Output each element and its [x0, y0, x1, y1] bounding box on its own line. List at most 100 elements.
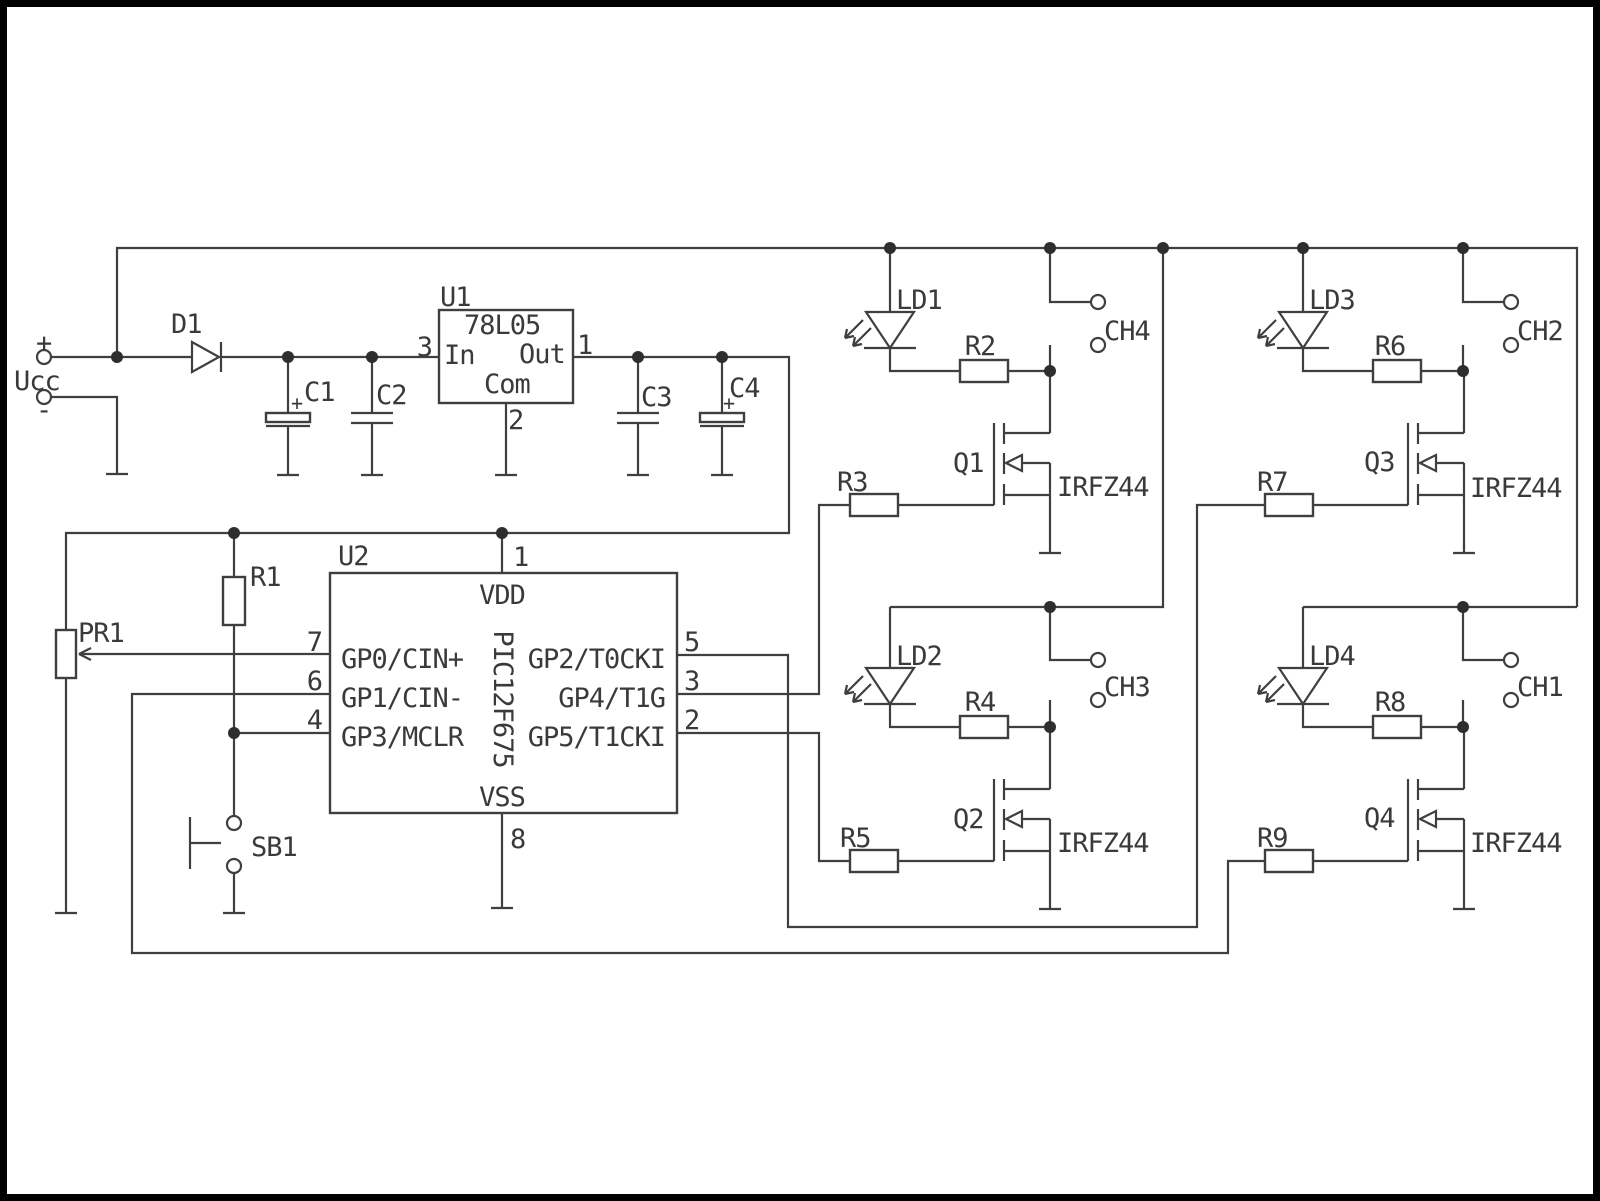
junction [1044, 721, 1056, 733]
q1-part: IRFZ44 [1057, 472, 1149, 503]
u2-pin5-name: GP2/T0CKI [528, 644, 665, 675]
sb1-contact-bottom [225, 857, 243, 875]
junction [1457, 601, 1469, 613]
q2-label: Q2 [953, 804, 984, 835]
junction [228, 527, 240, 539]
ld1-label: LD1 [896, 285, 942, 316]
r4-label: R4 [965, 687, 996, 718]
c1-label: C1 [304, 377, 335, 408]
diode-d1: D1 [171, 309, 223, 374]
capacitor-c1: C1 + [264, 377, 336, 428]
button-sb1: SB1 [188, 814, 298, 875]
junction [1044, 601, 1056, 613]
u1-pin1-num: 1 [577, 330, 592, 361]
r2-body [958, 358, 1010, 384]
r3-label: R3 [837, 467, 868, 498]
wire-pin6-to-r9 [130, 692, 1265, 955]
r6-label: R6 [1375, 331, 1406, 362]
led-ld4-symbol [1256, 666, 1331, 706]
junction [366, 351, 378, 363]
u2-pin6-num: 6 [307, 666, 322, 697]
capacitor-c2: C2 [349, 380, 408, 425]
q1-label: Q1 [953, 448, 984, 479]
ucc-minus-sign: - [36, 395, 51, 426]
u2-ref: U2 [338, 541, 369, 572]
wire-ld1-row [888, 248, 1050, 373]
u2-vss: VSS [479, 782, 525, 813]
u2-pin8-num: 8 [510, 824, 525, 855]
ch3-label: CH3 [1104, 672, 1150, 703]
u2-vdd: VDD [479, 580, 525, 611]
ch1-pin-top [1502, 651, 1520, 669]
wire-pin2-to-r5 [677, 731, 850, 863]
u2-pin3-num: 3 [684, 666, 699, 697]
junction [1457, 365, 1469, 377]
wire-ucc-minus-ground [51, 395, 119, 474]
r9-label: R9 [1257, 823, 1288, 854]
wire-5v-rail [64, 355, 791, 630]
ucc-plus-terminal [35, 348, 53, 366]
ch2-pin-bottom [1502, 336, 1520, 354]
ch3-pin-top [1089, 651, 1107, 669]
u1-pin3-num: 3 [417, 332, 432, 363]
wire-pin5-to-r7 [677, 503, 1265, 929]
ch4-pin-bottom [1089, 336, 1107, 354]
c2-label: C2 [376, 380, 407, 411]
wire-ld3-row [1301, 248, 1463, 373]
led-ld3-symbol [1256, 310, 1331, 350]
junction [282, 351, 294, 363]
sb1-label: SB1 [251, 832, 297, 863]
c4-plus: + [723, 391, 735, 415]
r6-body [1371, 358, 1423, 384]
u2-body [328, 571, 679, 815]
q4-label: Q4 [1364, 803, 1395, 834]
ld3-label: LD3 [1309, 285, 1355, 316]
r8-body [1371, 714, 1423, 740]
resistor-r1: R1 [221, 562, 282, 627]
r4-body [958, 714, 1010, 740]
c3-symbol [615, 411, 661, 425]
q2-part: IRFZ44 [1057, 828, 1149, 859]
sb1-contact-top [225, 814, 243, 832]
u2-pin2-num: 2 [684, 705, 699, 736]
c3-label: C3 [641, 382, 672, 413]
sb1-actuator [188, 817, 221, 869]
r7-label: R7 [1257, 467, 1288, 498]
q2-symbol [992, 725, 1063, 911]
circuit-schematic: + Ucc - D1 U1 78L05 3 In Out 1 Com 2 C1 … [14, 242, 1579, 955]
r1-body [221, 575, 247, 627]
ld2-label: LD2 [896, 641, 942, 672]
u1-pin-in: In [444, 340, 475, 371]
ch4-label: CH4 [1104, 316, 1150, 347]
r8-label: R8 [1375, 687, 1406, 718]
junction [1044, 242, 1056, 254]
r5-label: R5 [840, 823, 871, 854]
capacitor-c4: C4 + [698, 373, 761, 428]
junction [1157, 242, 1169, 254]
wire-ch3-pins [1048, 607, 1091, 727]
wire-ch2-pins [1461, 248, 1504, 371]
c4-symbol [698, 411, 746, 428]
ch1-pin-bottom [1502, 691, 1520, 709]
channel-block-ch2: LD3 R6 CH2 Q3 IRFZ44 R7 [1256, 285, 1564, 555]
junction-dots [111, 242, 1469, 739]
junction [632, 351, 644, 363]
wire-pr1-wiper-pin7 [78, 647, 330, 661]
ucc-label: Ucc [14, 366, 60, 397]
wires [51, 246, 1579, 955]
channel-block-ch1: LD4 R8 CH1 Q4 IRFZ44 R9 [1256, 641, 1564, 911]
wire-ch3-feed-ld2 [888, 248, 1165, 729]
u2-pin4-name: GP3/MCLR [341, 722, 465, 753]
channel-block-ch3: LD2 R4 CH3 Q2 IRFZ44 R5 [840, 641, 1151, 911]
u2-pin7-name: GP0/CIN+ [341, 644, 464, 675]
u2-pin3-name: GP4/T1G [558, 683, 665, 714]
power-input-ucc: + Ucc - [14, 328, 61, 426]
junction [1457, 721, 1469, 733]
junction [884, 242, 896, 254]
u2-pin6-name: GP1/CIN- [341, 683, 463, 714]
junction [1457, 242, 1469, 254]
ch3-pin-bottom [1089, 691, 1107, 709]
ch2-pin-top [1502, 293, 1520, 311]
ucc-minus-terminal [35, 388, 53, 406]
pr1-body [54, 628, 78, 680]
